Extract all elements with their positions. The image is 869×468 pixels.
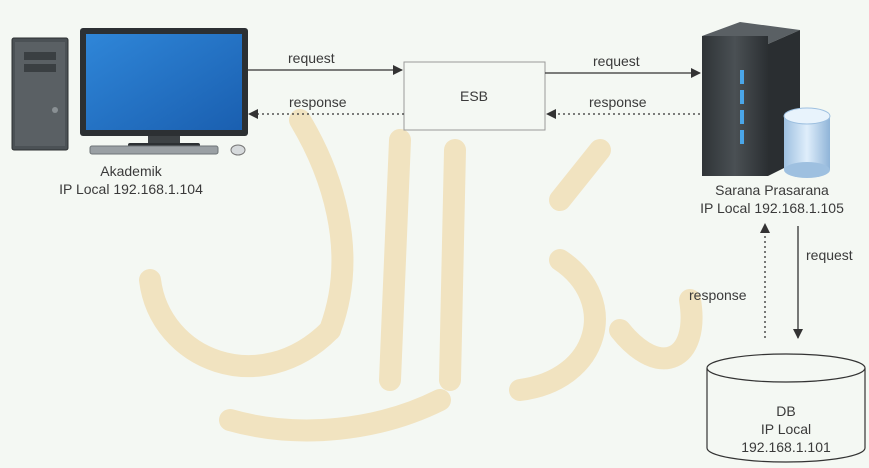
edge-label-sarana-response: response — [589, 94, 647, 110]
server-icon — [702, 22, 800, 176]
edge-label-akademik-response: response — [289, 94, 347, 110]
db-cylinder — [706, 353, 866, 463]
edge-label-db-request: request — [806, 247, 853, 263]
edge-label-akademik-request: request — [288, 50, 335, 66]
sarana-label: Sarana Prasarana — [715, 182, 829, 198]
db-ip-value: 192.168.1.101 — [741, 439, 831, 455]
akademik-ip-label: IP Local 192.168.1.104 — [59, 181, 203, 197]
db-ip-label: IP Local — [761, 421, 811, 437]
esb-label: ESB — [460, 88, 488, 104]
sarana-ip-label: IP Local 192.168.1.105 — [700, 200, 844, 216]
watermark — [139, 109, 703, 442]
akademik-label: Akademik — [100, 163, 162, 179]
database-cylinder-icon — [783, 107, 831, 178]
edge-label-db-response: response — [689, 287, 747, 303]
db-label: DB — [776, 403, 795, 419]
edge-label-sarana-request: request — [593, 53, 640, 69]
esb-box — [403, 61, 546, 131]
desktop-computer-icon — [11, 28, 248, 156]
